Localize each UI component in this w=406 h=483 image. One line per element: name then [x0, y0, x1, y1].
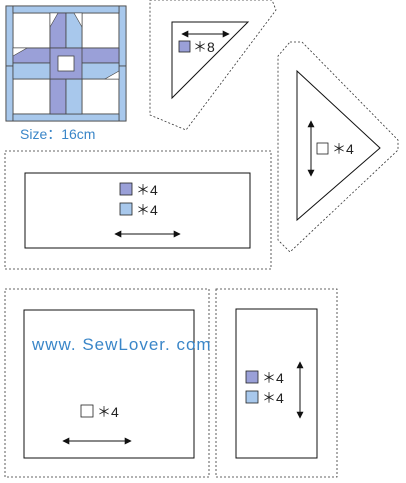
block-center-square	[57, 55, 75, 72]
block-strip-left-bottom	[5, 65, 14, 122]
swatch-dark	[178, 40, 191, 53]
seam-allowance	[277, 41, 399, 253]
piece-large-triangle: ＊4	[277, 41, 399, 253]
cut-line	[23, 309, 195, 459]
block-strip-left-top	[5, 5, 14, 67]
block-corner-bl	[12, 78, 51, 115]
block-strip-right-bottom	[118, 65, 127, 122]
block-corner-br	[81, 78, 120, 115]
piece-tall-rectangle: ＊4 ＊4	[215, 288, 338, 478]
block-strip-bottom	[12, 113, 120, 122]
cut-line	[171, 21, 250, 100]
watermark: www. SewLover. com	[31, 335, 212, 354]
count-label-dark: ＊4	[136, 182, 158, 198]
piece-small-triangle: ＊8	[149, 0, 277, 131]
swatch-dark	[119, 182, 133, 196]
block-tip-1	[49, 12, 59, 29]
count-label-light: ＊4	[136, 202, 158, 218]
count-label-dark: ＊4	[262, 370, 284, 386]
piece-long-rectangle: ＊4 ＊4	[4, 150, 272, 270]
seam-allowance	[4, 288, 210, 478]
block-tip-2	[73, 12, 83, 29]
block-strip-right-top	[118, 5, 127, 67]
count-label-light: ＊4	[262, 390, 284, 406]
swatch-dark	[245, 370, 259, 384]
block-corner-tr	[81, 12, 120, 49]
finished-block	[5, 5, 127, 122]
block-corner-tl	[12, 12, 51, 49]
seam-allowance	[4, 150, 272, 270]
cut-line	[296, 69, 381, 222]
swatch-white	[80, 404, 94, 418]
seam-allowance	[215, 288, 338, 478]
block-strip-top	[12, 5, 120, 14]
count-label: ＊4	[97, 404, 119, 420]
block-size-label: Size：16cm	[20, 126, 95, 142]
swatch-light	[245, 390, 259, 404]
piece-square: ＊4	[4, 288, 210, 478]
seam-allowance	[149, 0, 277, 131]
cut-line	[235, 308, 318, 459]
block-tip-4	[103, 70, 120, 80]
block-tip-3	[12, 47, 29, 57]
count-label: ＊4	[332, 141, 354, 157]
swatch-white	[316, 142, 329, 155]
swatch-light	[119, 202, 133, 216]
count-label: ＊8	[193, 39, 215, 55]
